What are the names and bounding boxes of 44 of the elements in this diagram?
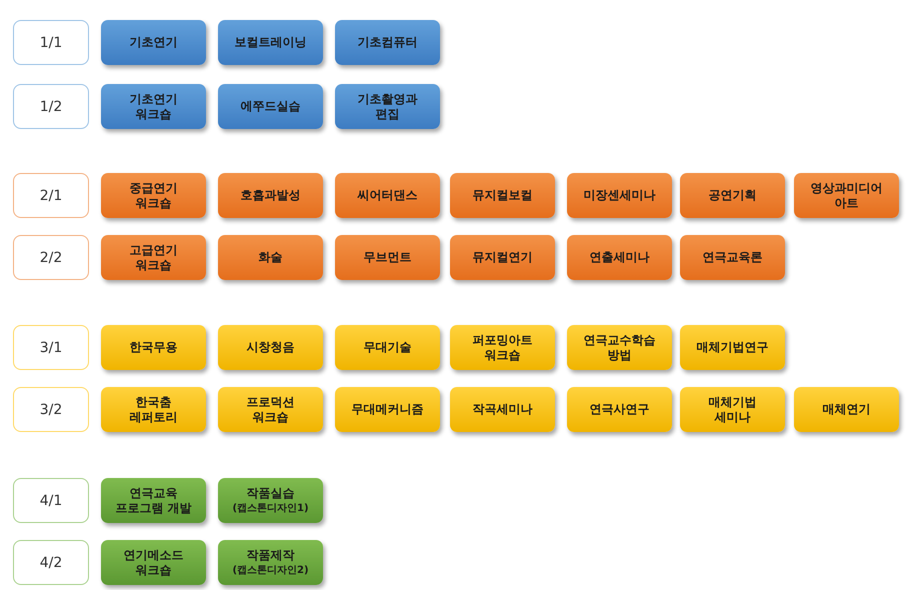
course-box: 화술 — [218, 235, 323, 280]
course-box: 연출세미나 — [567, 235, 672, 280]
course-box: 연극사연구 — [567, 387, 672, 432]
course-box: 기초연기 — [101, 20, 206, 65]
semester-box: 3/2 — [13, 387, 89, 432]
semester-box: 2/1 — [13, 173, 89, 218]
course-box: 영상과미디어 아트 — [794, 173, 899, 218]
course-box: 퍼포밍아트 워크숍 — [450, 325, 555, 370]
course-box: 미장센세미나 — [567, 173, 672, 218]
course-box: 고급연기 워크숍 — [101, 235, 206, 280]
course-box: 매체기법 세미나 — [680, 387, 785, 432]
course-box: 무대메커니즘 — [335, 387, 440, 432]
course-box: 씨어터댄스 — [335, 173, 440, 218]
semester-box: 3/1 — [13, 325, 89, 370]
semester-box: 1/1 — [13, 20, 89, 65]
course-box: 연기메소드 워크숍 — [101, 540, 206, 585]
course-box: 연극교육론 — [680, 235, 785, 280]
course-box: 기초촬영과 편집 — [335, 84, 440, 129]
semester-box: 4/1 — [13, 478, 89, 523]
course-box: 연극교수학습 방법 — [567, 325, 672, 370]
course-box: 매체연기 — [794, 387, 899, 432]
course-box: 한국춤 레퍼토리 — [101, 387, 206, 432]
course-box: 작곡세미나 — [450, 387, 555, 432]
course-box: 한국무용 — [101, 325, 206, 370]
course-box: 매체기법연구 — [680, 325, 785, 370]
course-box: 보컬트레이닝 — [218, 20, 323, 65]
course-box: 에쭈드실습 — [218, 84, 323, 129]
course-box: 공연기획 — [680, 173, 785, 218]
course-box: 뮤지컬보컬 — [450, 173, 555, 218]
course-box: 호흡과발성 — [218, 173, 323, 218]
semester-box: 1/2 — [13, 84, 89, 129]
course-box: 프로덕션 워크숍 — [218, 387, 323, 432]
course-box: 중급연기 워크숍 — [101, 173, 206, 218]
course-box: 연극교육 프로그램 개발 — [101, 478, 206, 523]
course-box: 기초연기 워크숍 — [101, 84, 206, 129]
course-box: 작품제작 (캡스톤디자인2) — [218, 540, 323, 585]
course-box: 무대기술 — [335, 325, 440, 370]
course-box: 기초컴퓨터 — [335, 20, 440, 65]
semester-box: 4/2 — [13, 540, 89, 585]
course-box: 작품실습 (캡스톤디자인1) — [218, 478, 323, 523]
semester-box: 2/2 — [13, 235, 89, 280]
course-box: 뮤지컬연기 — [450, 235, 555, 280]
course-box: 무브먼트 — [335, 235, 440, 280]
course-box: 시창청음 — [218, 325, 323, 370]
